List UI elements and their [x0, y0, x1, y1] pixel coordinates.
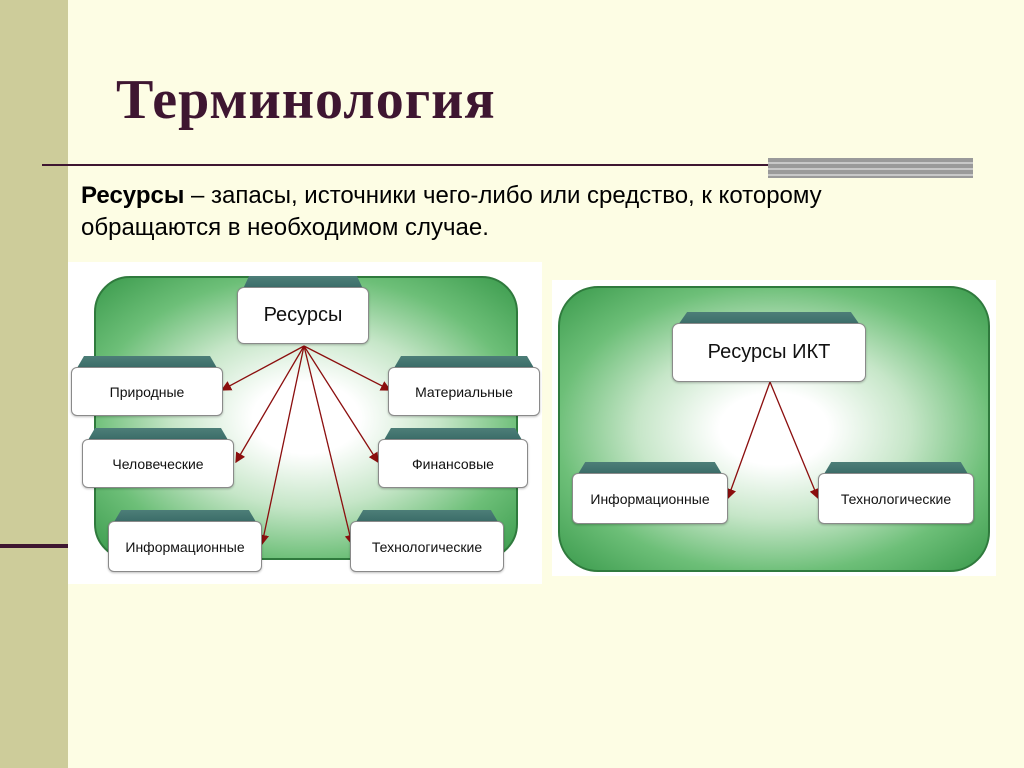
definition-term: Ресурсы	[81, 182, 185, 209]
arrow-to-human	[235, 345, 305, 464]
node-material: Материальные	[388, 356, 540, 416]
left-sidebar	[0, 0, 68, 768]
sidebar-divider	[0, 544, 68, 548]
resources-connectors	[220, 345, 392, 546]
arrow-to-technology	[303, 345, 355, 546]
definition-text: Ресурсы – запасы, источники чего-либо ил…	[81, 180, 941, 244]
node-ict-root: Ресурсы ИКТ	[672, 312, 866, 382]
node-resources-root: Ресурсы	[237, 276, 369, 344]
arrow-to-natural	[220, 345, 305, 391]
node-financial: Финансовые	[378, 428, 528, 488]
arrow-to-material	[303, 345, 392, 391]
slide-title: Терминология	[116, 69, 496, 131]
resources-diagram: Ресурсы Природные Материальные Человечес…	[68, 262, 542, 584]
node-human: Человеческие	[82, 428, 234, 488]
node-natural: Природные	[71, 356, 223, 416]
ict-connectors	[726, 381, 820, 500]
arrow-to-financial	[303, 345, 379, 464]
title-accent-bar	[768, 158, 973, 178]
title-divider	[42, 164, 972, 166]
node-technology: Технологические	[350, 510, 504, 572]
definition-body: – запасы, источники чего-либо или средст…	[81, 182, 822, 241]
ict-resources-diagram: Ресурсы ИКТ Информационные Технологическ…	[552, 280, 996, 576]
arrow-to-ict-technology	[769, 381, 820, 500]
arrow-to-ict-information	[726, 381, 771, 500]
node-ict-information: Информационные	[572, 462, 728, 524]
node-information: Информационные	[108, 510, 262, 572]
arrow-to-information	[258, 345, 305, 546]
node-ict-technology: Технологические	[818, 462, 974, 524]
